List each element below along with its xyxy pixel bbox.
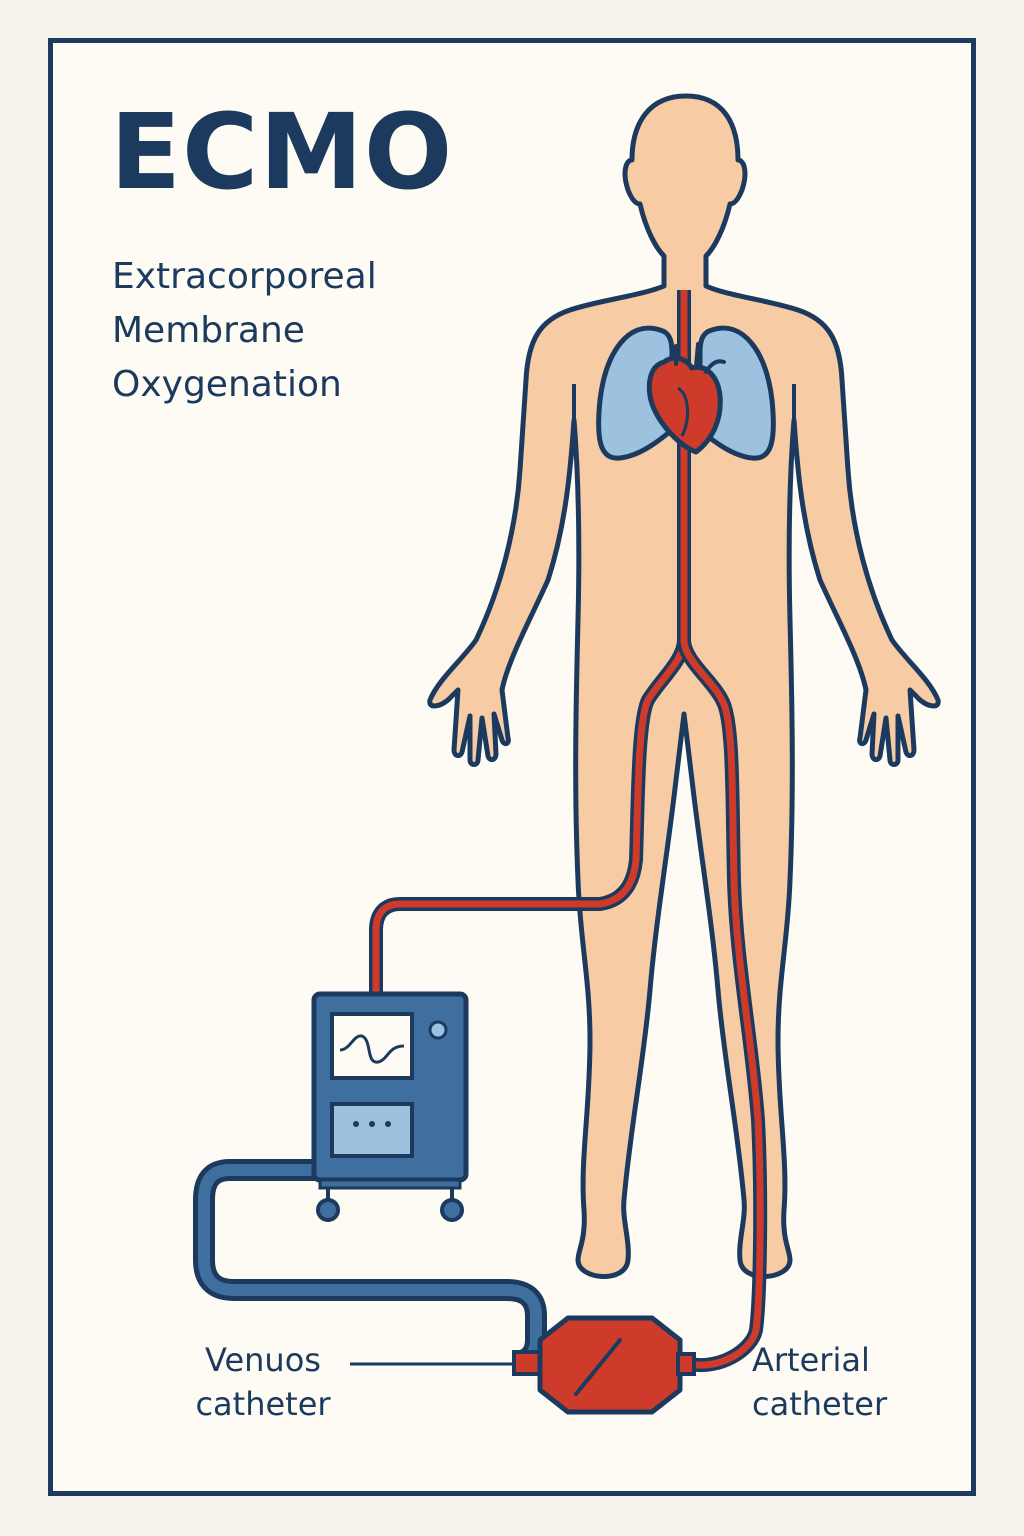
arterial-label-line-2: catheter xyxy=(752,1385,888,1423)
heart-icon xyxy=(646,342,726,455)
subtitle-line-1: Extracorporeal xyxy=(112,256,377,297)
arterial-catheter-label: Arterial catheter xyxy=(752,1338,887,1426)
page-title: ECMO xyxy=(110,91,454,213)
venous-label-line-2: catheter xyxy=(195,1385,331,1423)
subtitle-line-2: Membrane xyxy=(112,310,305,351)
ecmo-machine-icon xyxy=(311,991,469,1222)
oxygenator-icon xyxy=(512,1315,696,1415)
control-panel xyxy=(330,1102,414,1158)
subtitle-line-3: Oxygenation xyxy=(112,364,342,405)
control-knob-icon xyxy=(428,1020,448,1040)
human-body-icon xyxy=(427,93,941,1279)
subtitle: Extracorporeal Membrane Oxygenation xyxy=(112,250,377,412)
wheel-icon xyxy=(316,1198,340,1222)
venous-label-line-1: Venuos xyxy=(205,1341,321,1379)
venous-catheter-label: Venuos catheter xyxy=(188,1338,338,1426)
arterial-label-line-1: Arterial xyxy=(752,1341,870,1379)
wheel-icon xyxy=(440,1198,464,1222)
blood-vessel xyxy=(369,290,768,1373)
venous-tube xyxy=(193,1159,547,1373)
waveform-icon xyxy=(339,1034,405,1064)
